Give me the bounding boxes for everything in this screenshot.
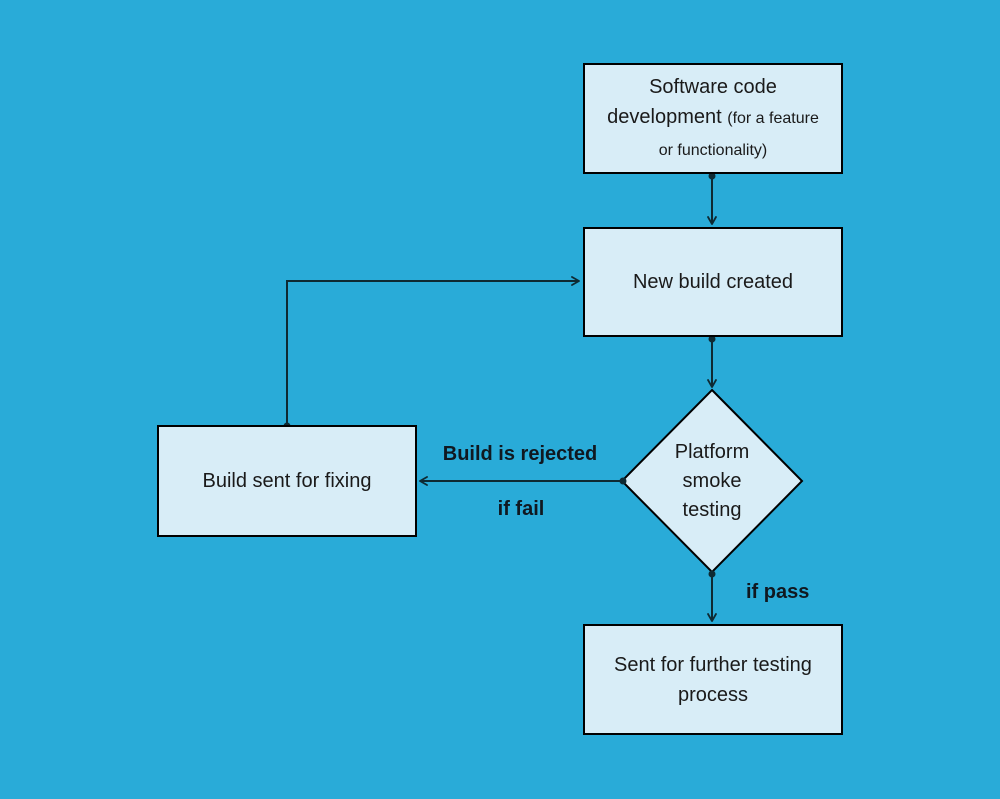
node-label: Build sent for fixing	[202, 470, 372, 492]
edge-dot	[708, 570, 716, 578]
edge-label-if-fail: if fail	[497, 498, 545, 520]
node-label-note: (for a feature or functionality)	[658, 109, 819, 159]
node-build-sent-for-fixing: Build sent for fixing	[157, 425, 417, 537]
node-software-code-development: Software code development (for a feature…	[583, 63, 843, 174]
edge-dot	[619, 477, 627, 485]
node-label: Sent for further testing process	[614, 653, 812, 706]
edge-buildfixing-to-newbuild	[286, 276, 580, 424]
edge-dot	[708, 335, 716, 343]
edge-label-build-is-rejected: Build is rejected	[442, 443, 598, 465]
node-label-main: Software code development	[607, 75, 777, 128]
node-label: Platform smoke testing	[674, 441, 750, 521]
node-sent-for-further-testing: Sent for further testing process	[583, 624, 843, 735]
node-new-build-created: New build created	[583, 227, 843, 337]
node-label: New build created	[632, 271, 794, 293]
edge-dot	[708, 172, 716, 180]
node-label: Software code development (for a feature…	[601, 72, 825, 166]
edge-label-if-pass: if pass	[746, 581, 810, 603]
node-platform-smoke-testing: Platform smoke testing	[622, 391, 802, 572]
